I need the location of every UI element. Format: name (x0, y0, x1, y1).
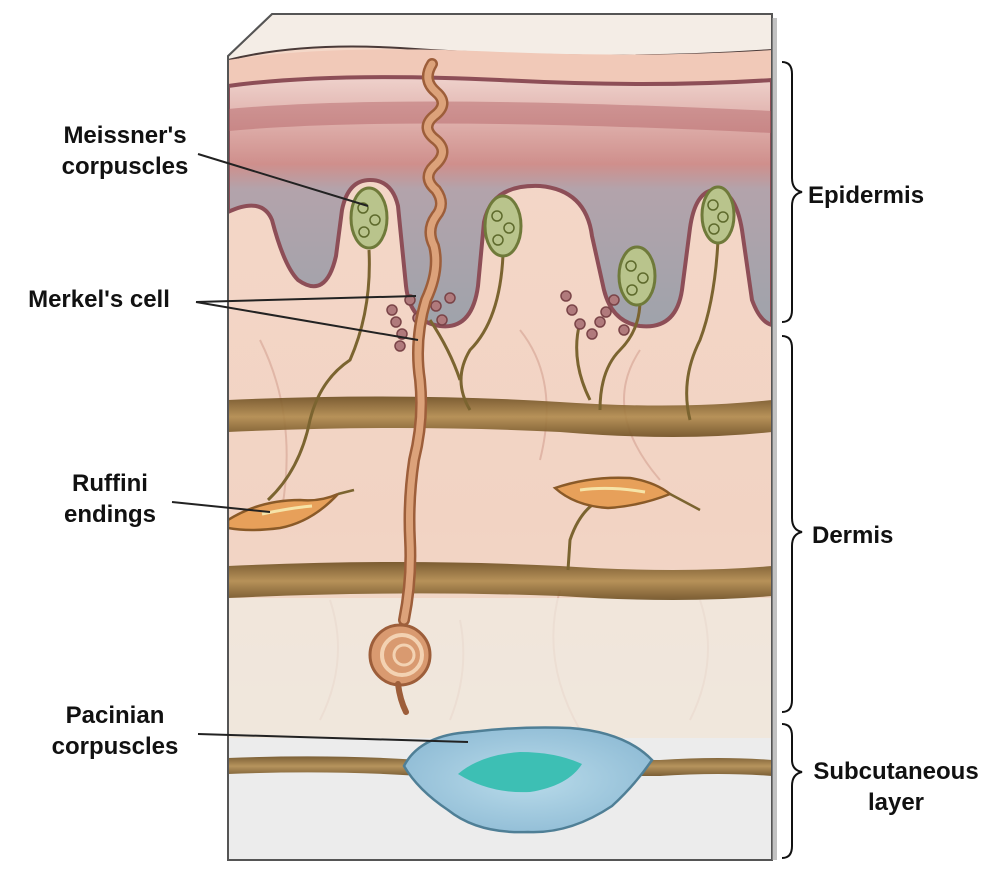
label-line: corpuscles (40, 151, 210, 182)
label-line: endings (40, 499, 180, 530)
stratum-granulosum (228, 112, 772, 122)
label-pacinian-corpuscles: Pacinian corpuscles (30, 700, 200, 762)
label-line: Subcutaneous (798, 756, 994, 787)
label-line: corpuscles (30, 731, 200, 762)
brace-dermis (782, 336, 802, 712)
label-line: Epidermis (808, 180, 968, 211)
dermis-lower (228, 598, 774, 738)
label-line: Ruffini (40, 468, 180, 499)
label-line: layer (798, 787, 994, 818)
label-subcutaneous-layer: Subcutaneous layer (798, 756, 994, 818)
label-line: Meissner's (40, 120, 210, 151)
label-merkel-cell: Merkel's cell (4, 284, 194, 315)
label-dermis: Dermis (812, 520, 932, 551)
label-meissner-corpuscles: Meissner's corpuscles (40, 120, 210, 182)
label-line: Dermis (812, 520, 932, 551)
label-epidermis: Epidermis (808, 180, 968, 211)
meissner-corpuscle (485, 196, 521, 256)
block-side-shadow (772, 18, 777, 860)
meissner-corpuscle (619, 247, 655, 305)
label-ruffini-endings: Ruffini endings (40, 468, 180, 530)
brace-epidermis (782, 62, 802, 322)
curly-brace-icon (782, 62, 802, 858)
label-line: Pacinian (30, 700, 200, 731)
meissner-corpuscle (351, 188, 387, 248)
label-line: Merkel's cell (4, 284, 194, 315)
